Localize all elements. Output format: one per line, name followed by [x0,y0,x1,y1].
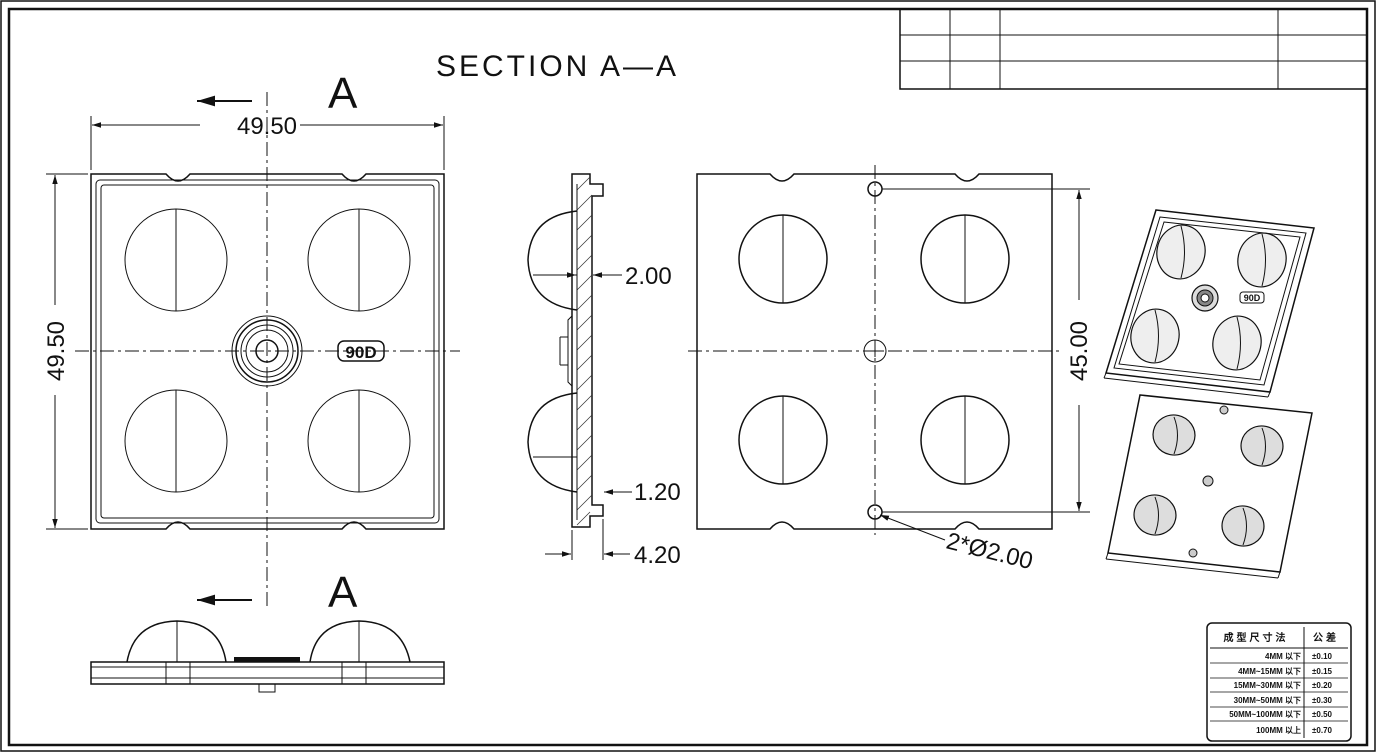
thickness-dimensions [545,272,632,560]
total-depth-label: 4.20 [634,542,681,569]
tol-value: ±0.50 [1312,710,1333,719]
tol-value: ±0.10 [1312,652,1333,661]
section-mark-top: A [328,69,358,118]
tol-value: ±0.30 [1312,696,1333,705]
tol-range: 50MM~100MM 以下 [1229,710,1301,719]
height-dimension [46,173,88,530]
height-label: 49.50 [43,321,70,381]
lens-mark: 90D [345,343,376,362]
tol-value: ±0.15 [1312,667,1333,676]
holes-label: 2*Ø2.00 [944,528,1036,576]
width-label: 49.50 [237,113,297,140]
front-view: 90D [75,92,460,610]
hole-leader [879,514,946,541]
tol-range: 15MM~30MM 以下 [1234,681,1301,690]
tol-value: ±0.70 [1312,726,1333,735]
sheet-border-inner [7,7,1369,747]
back-view [688,165,1062,535]
revision-block [899,8,1368,90]
section-mark-bottom: A [328,568,358,617]
tol-value: ±0.20 [1312,681,1333,690]
tol-range: 4MM~15MM 以下 [1238,667,1301,676]
tol-range: 4MM 以下 [1265,652,1301,661]
iso-view-bottom [1105,394,1313,579]
thickness-bottom-label: 1.20 [634,479,681,506]
side-view-bottom [90,620,445,693]
section-title: SECTION A—A [436,50,679,83]
iso-lens-mark: 90D [1244,293,1261,303]
hole-pitch-label: 45.00 [1066,321,1093,381]
hole-pitch-dimension [882,188,1090,513]
tolerance-table: 成型尺寸法 公差 4MM 以下 ±0.10 4MM~15MM 以下 ±0.15 … [1206,622,1352,742]
tol-header-range: 成型尺寸法 [1224,631,1289,644]
tol-header-value: 公差 [1313,631,1339,644]
tol-range: 30MM~50MM 以下 [1234,696,1301,705]
iso-view-top: 90D [1103,209,1315,398]
section-view [527,173,604,528]
tol-range: 100MM 以上 [1256,725,1301,735]
thickness-top-label: 2.00 [625,263,672,290]
width-dimension [90,116,445,170]
section-hatch [576,176,593,526]
